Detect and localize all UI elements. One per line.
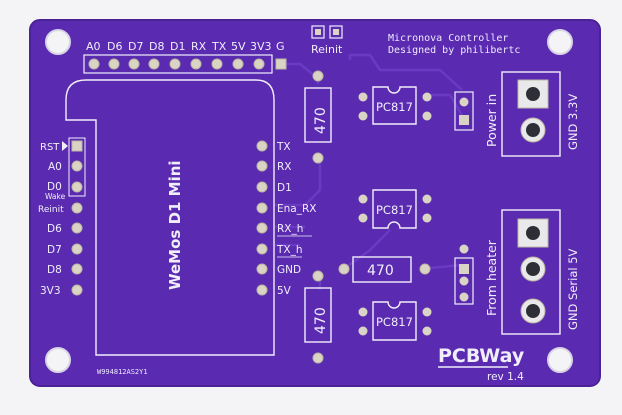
left-pin-label: RST: [40, 142, 60, 153]
resistor-value: 470: [367, 263, 394, 279]
reinit-label: Reinit: [311, 43, 343, 56]
optocoupler-label: PC817: [376, 315, 413, 329]
optocoupler-label: PC817: [376, 100, 413, 114]
right-pin-label: GND: [277, 264, 301, 276]
heater-header: [454, 244, 474, 305]
module-left-pads: [71, 140, 83, 296]
top-pin-label: TX: [211, 40, 227, 53]
pcb-board: [30, 20, 600, 386]
top-pin-label: RX: [191, 40, 207, 53]
power-terminal-block: [501, 71, 561, 157]
right-pin-label: TX: [276, 141, 291, 153]
right-pin-label: TX_h: [276, 244, 303, 256]
board-title-line-1: Micronova Controller: [388, 33, 508, 44]
left-pin-label: Reinit: [38, 205, 64, 215]
resistor-value: 470: [313, 307, 329, 334]
right-pin-label: D1: [277, 182, 292, 194]
revision-label: rev 1.4: [487, 371, 524, 383]
right-pin-label: RX: [277, 161, 292, 173]
resistor-value: 470: [313, 107, 329, 134]
left-pin-label: D0: [47, 181, 62, 193]
left-pin-label: D6: [47, 223, 62, 235]
heater-terminal-label: GND Serial 5V: [566, 248, 580, 330]
top-pin-label: D8: [149, 40, 164, 53]
power-jumper: [454, 91, 474, 131]
optocoupler-u3: PC817: [358, 301, 432, 341]
top-pin-label: D1: [170, 40, 185, 53]
right-pin-label: 5V: [277, 285, 292, 297]
optocoupler-label: PC817: [376, 203, 413, 217]
right-pin-label: RX_h: [277, 223, 303, 235]
power-in-label: Power in: [484, 94, 499, 147]
top-pin-label: 5V: [231, 40, 246, 53]
top-pin-label: D7: [128, 40, 143, 53]
pin-header-outline: [83, 54, 273, 74]
wemos-module-label: WeMos D1 Mini: [166, 160, 184, 290]
right-pin-label: Ena_RX: [277, 203, 316, 215]
wake-bracket: [68, 137, 86, 197]
optocoupler-u2: PC817: [358, 189, 432, 229]
wemos-module-outline: [65, 79, 275, 356]
resistor-r2: 470: [338, 256, 431, 283]
top-header-pads: [88, 58, 287, 70]
heater-terminal-block: [501, 209, 561, 335]
left-pin-label: A0: [48, 161, 62, 173]
left-pin-label: Wake: [45, 192, 66, 201]
left-pin-label: 3V3: [40, 285, 61, 297]
left-pin-label: D7: [47, 244, 62, 256]
resistor-r3: 470: [304, 270, 332, 364]
top-pin-label: G: [276, 40, 285, 53]
serial-number: W994812AS2Y1: [97, 368, 148, 376]
reinit-jumper: [311, 25, 343, 39]
heater-label: From heater: [484, 239, 499, 316]
module-right-pads: [256, 140, 268, 296]
top-pin-label: D6: [107, 40, 122, 53]
mounting-holes: [45, 29, 573, 373]
optocoupler-u1: PC817: [358, 86, 432, 125]
board-title-line-2: Designed by philibertc: [388, 45, 520, 56]
top-pin-label: 3V3: [250, 40, 272, 53]
top-pin-label: A0: [86, 40, 101, 53]
top-header-labels: A0 D6 D7 D8 D1 RX TX 5V 3V3 G: [86, 40, 285, 53]
power-terminal-label: GND 3.3V: [566, 94, 580, 150]
module-right-labels: TX RX D1 Ena_RX RX_h TX_h GND 5V: [276, 141, 316, 297]
module-left-labels: RST A0 D0 Wake Reinit D6 D7 D8 3V3: [38, 142, 66, 297]
left-pin-label: D8: [47, 264, 62, 276]
resistor-r1: 470: [304, 70, 332, 164]
brand-logo: PCBWay: [438, 345, 525, 367]
